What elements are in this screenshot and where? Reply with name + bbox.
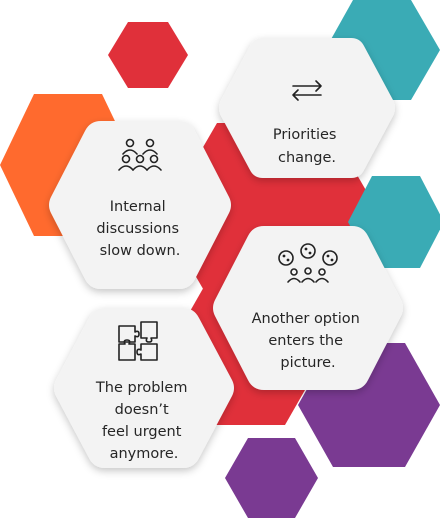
purple-hexagon-small [225,438,318,518]
card-text-line: enters the [268,333,343,349]
card-problem-not-urgent: The problem doesn’t feel urgent anymore. [54,308,234,468]
card-text-line: picture. [280,355,335,371]
card-text-line: Internal [110,199,166,215]
card-text-line: discussions [96,221,179,237]
arrows-swap-icon [292,80,322,101]
svg-text:Another option enters th: Another option enters the picture. [252,311,365,371]
svg-text:The problem doesn’t: The problem doesn’t feel urgent anymore. [95,380,192,462]
card-another-option: Another option enters the picture. [213,226,403,390]
svg-text:Internal discussions: Internal discussions slow down. [96,199,183,259]
people-sharing-icon [278,243,338,283]
card-text-line: feel urgent [102,424,182,440]
card-internal-discussions: Internal discussions slow down. [49,121,231,289]
svg-text:Priorities change.: Priorities change. [273,127,341,166]
card-text-line: slow down. [100,243,181,259]
card-text-line: change. [278,150,336,166]
people-group-icon [118,138,162,171]
card-text-line: Another option [252,311,360,327]
card-text-line: doesn’t [115,402,169,418]
red-hexagon-small [108,22,188,88]
card-text-line: anymore. [110,446,179,462]
puzzle-pieces-icon [118,321,158,361]
card-text-line: Priorities [273,127,337,143]
card-text-line: The problem [95,380,188,396]
card-priorities-change: Priorities change. [219,38,395,178]
